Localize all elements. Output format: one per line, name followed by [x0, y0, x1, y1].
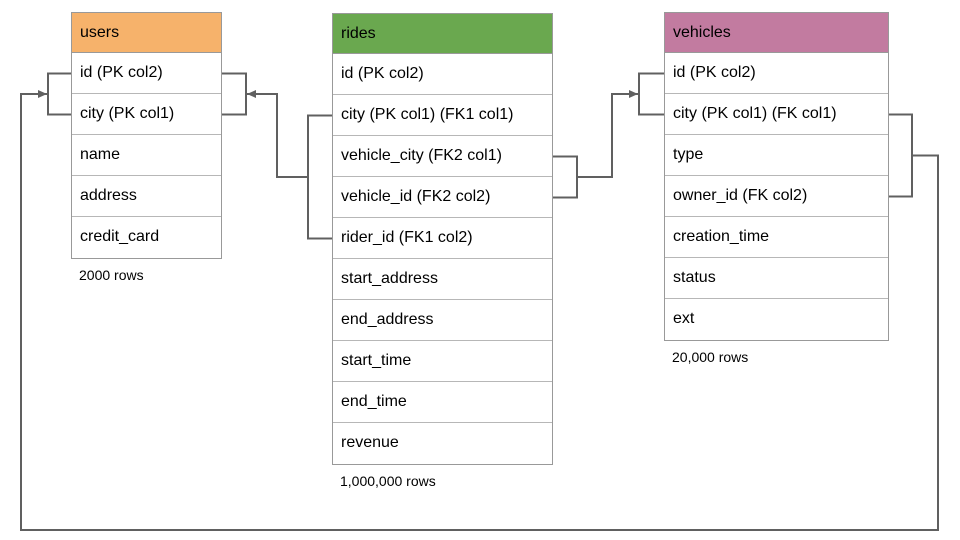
- table-row: start_address: [333, 259, 552, 300]
- fk2-rides-bracket: [553, 155, 578, 199]
- table-row: end_address: [333, 300, 552, 341]
- table-row: status: [665, 258, 888, 299]
- table-row: city (PK col1) (FK col1): [665, 94, 888, 135]
- table-rides-header: rides: [333, 14, 552, 54]
- table-rides-box: rides id (PK col2) city (PK col1) (FK1 c…: [332, 13, 553, 465]
- table-row: city (PK col1) (FK1 col1): [333, 95, 552, 136]
- fk-users-bracket: [47, 72, 71, 116]
- table-row: name: [72, 135, 221, 176]
- table-row: end_time: [333, 382, 552, 423]
- table-rides-rowcount: 1,000,000 rows: [340, 473, 436, 489]
- table-vehicles-rowcount: 20,000 rows: [672, 349, 749, 365]
- fk1-rides-bracket: [307, 114, 332, 240]
- table-users-rowcount: 2000 rows: [79, 267, 144, 283]
- table-vehicles-header: vehicles: [665, 13, 888, 53]
- table-users-header: users: [72, 13, 221, 53]
- table-row: id (PK col2): [333, 54, 552, 95]
- fk1-users-bracket: [222, 72, 247, 116]
- table-row: type: [665, 135, 888, 176]
- table-vehicles-box: vehicles id (PK col2) city (PK col1) (FK…: [664, 12, 889, 341]
- fk2-vehicles-bracket: [638, 72, 664, 116]
- table-vehicles: vehicles id (PK col2) city (PK col1) (FK…: [664, 12, 889, 365]
- table-row: id (PK col2): [72, 53, 221, 94]
- table-users: users id (PK col2) city (PK col1) name a…: [71, 12, 222, 283]
- fk2-rides-to-vehicles-arrow: [577, 90, 638, 178]
- fk1-rides-to-users-arrow: [247, 90, 308, 178]
- table-row: rider_id (FK1 col2): [333, 218, 552, 259]
- table-row: id (PK col2): [665, 53, 888, 94]
- table-users-box: users id (PK col2) city (PK col1) name a…: [71, 12, 222, 259]
- table-row: creation_time: [665, 217, 888, 258]
- table-row: city (PK col1): [72, 94, 221, 135]
- table-row: ext: [665, 299, 888, 340]
- table-row: start_time: [333, 341, 552, 382]
- table-row: credit_card: [72, 217, 221, 258]
- table-row: owner_id (FK col2): [665, 176, 888, 217]
- table-row: vehicle_id (FK2 col2): [333, 177, 552, 218]
- table-row: revenue: [333, 423, 552, 464]
- table-row: address: [72, 176, 221, 217]
- table-row: vehicle_city (FK2 col1): [333, 136, 552, 177]
- table-rides: rides id (PK col2) city (PK col1) (FK1 c…: [332, 13, 553, 489]
- fk-vehicles-bracket: [889, 113, 913, 198]
